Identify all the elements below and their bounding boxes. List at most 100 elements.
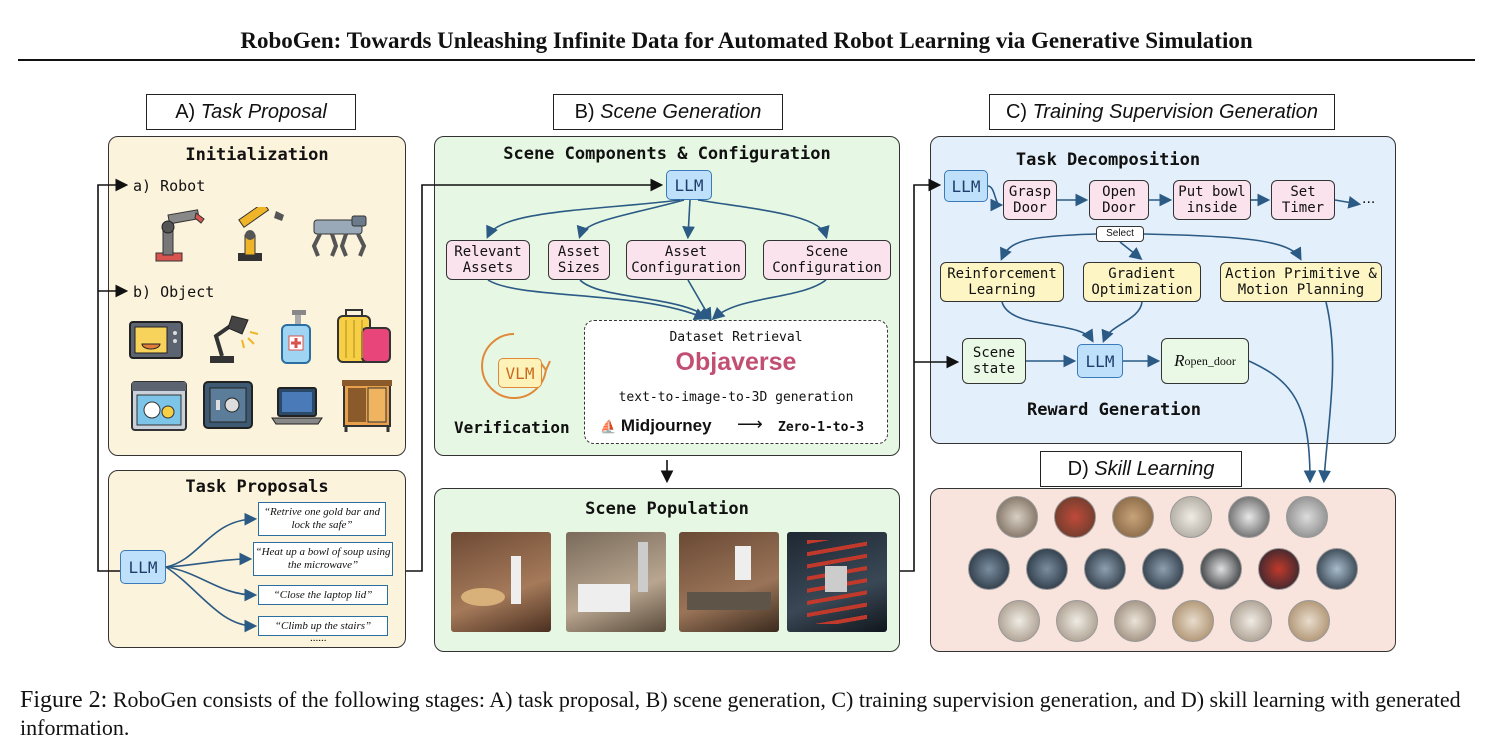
step-grasp-door: Grasp Door [1003,180,1057,220]
stage-label-a: A) Task Proposal [146,94,356,130]
task-quote: “Retrive one gold bar and lock the safe” [258,502,386,536]
scene-robot-shape [825,566,847,592]
method-reinforcement-learning: Reinforcement Learning [940,262,1064,302]
scene-image [566,532,666,632]
suitcase-icon [337,309,391,363]
skill-thumbnail [1258,548,1300,590]
skill-thumbnail [1054,496,1096,538]
industrial-arm-icon [238,207,284,261]
figure-caption: Figure 2: RoboGen consists of the follow… [20,686,1480,742]
desk-lamp-icon [210,315,259,363]
component-scene-configuration: Scene Configuration [763,240,891,280]
scene-table-shape [687,592,771,610]
ellipsis: ...... [310,632,327,644]
stage-name: Scene Generation [600,101,762,123]
reward-subscript: open_door [1184,354,1236,368]
scene-image [679,532,779,632]
llm-scene: LLM [666,170,712,200]
skill-thumbnail [1172,600,1214,642]
scene-robot-shape [511,556,521,604]
llm-proposer: LLM [120,550,166,584]
step-open-door: Open Door [1089,180,1149,220]
skill-thumbnail [1026,548,1068,590]
arrow-glyph: ⟶ [737,414,763,434]
safe-icon [203,381,253,429]
stage-name: Training Supervision Generation [1032,101,1318,123]
stage-label-d: D) Skill Learning [1040,451,1242,487]
quadruped-robot-icon [311,215,367,257]
skill-thumbnail [1200,548,1242,590]
sail-icon: ⛵ [600,419,617,434]
skill-thumbnail [1228,496,1270,538]
scene-robot-shape [735,546,751,580]
component-asset-sizes: Asset Sizes [548,240,610,280]
scene-table-shape [461,588,505,606]
microwave-icon [129,321,183,359]
task-quote: “Heat up a bowl of soup using the microw… [253,542,393,576]
paper-title: RoboGen: Towards Unleashing Infinite Dat… [240,28,1253,53]
select-box: Select [1096,226,1144,242]
task-quote: “Close the laptop lid” [258,585,388,605]
caption-text: RoboGen consists of the following stages… [20,687,1461,740]
reward-generation-header: Reward Generation [1027,400,1201,420]
dataset-retrieval-label: Dataset Retrieval [669,330,803,345]
stage-name: Skill Learning [1094,458,1215,480]
task-quote: “Climb up the stairs” [258,616,388,636]
stage-prefix: B) [574,101,595,123]
verification-label: Verification [454,418,570,437]
skill-thumbnail [1142,548,1184,590]
stage-label-c: C) Training Supervision Generation [989,94,1335,130]
laptop-icon [271,387,323,425]
title-rule [18,59,1475,61]
scene-robot-shape [638,542,648,592]
skill-thumbnail [1084,548,1126,590]
skill-thumbnail [1288,600,1330,642]
stage-prefix: C) [1005,101,1028,123]
skill-thumbnail [996,496,1038,538]
robot-arm-icon [155,209,205,262]
scene-image [787,532,887,632]
llm-reward: LLM [1077,344,1123,378]
scene-state-box: Scene state [962,338,1026,384]
midjourney-text: Midjourney [620,416,712,435]
proposals-header: Task Proposals [185,477,329,497]
scene-components-header: Scene Components & Configuration [503,144,831,164]
stage-prefix: D) [1067,458,1089,480]
skill-thumbnail [998,600,1040,642]
task-decomposition-header: Task Decomposition [1015,150,1201,170]
reward-symbol: R [1174,351,1185,370]
skill-thumbnail [1112,496,1154,538]
skill-thumbnail [1230,600,1272,642]
stage-prefix: A) [175,101,196,123]
vlm-box: VLM [498,358,542,388]
zero123-label: Zero-1-to-3 [778,420,865,435]
objaverse-logo: Objaverse [675,348,797,376]
robot-label: a) Robot [133,177,206,195]
figure-number: Figure 2: [20,687,108,713]
skill-thumbnail [1170,496,1212,538]
init-header: Initialization [185,145,329,165]
skill-thumbnail [1056,600,1098,642]
sanitizer-bottle-icon [281,310,311,364]
object-label: b) Object [133,283,215,301]
t2i-label: text-to-image-to-3D generation [618,390,854,405]
scene-population-header: Scene Population [585,499,749,519]
step-set-timer: Set Timer [1271,180,1335,220]
skill-thumbnail [1114,600,1156,642]
method-motion-planning: Action Primitive & Motion Planning [1220,262,1382,302]
skill-thumbnail [968,548,1010,590]
method-gradient-optimization: Gradient Optimization [1083,262,1201,302]
component-relevant-assets: Relevant Assets [446,240,530,280]
step-put-bowl-inside: Put bowl inside [1173,180,1251,220]
llm-decomposer: LLM [944,170,988,202]
midjourney-logo: ⛵ Midjourney [600,416,712,436]
more-steps: ... [1362,190,1376,207]
cabinet-icon [342,380,392,432]
stage-name: Task Proposal [200,101,327,123]
component-asset-configuration: Asset Configuration [626,240,746,280]
stage-label-b: B) Scene Generation [553,94,783,130]
dishwasher-icon [131,381,187,431]
